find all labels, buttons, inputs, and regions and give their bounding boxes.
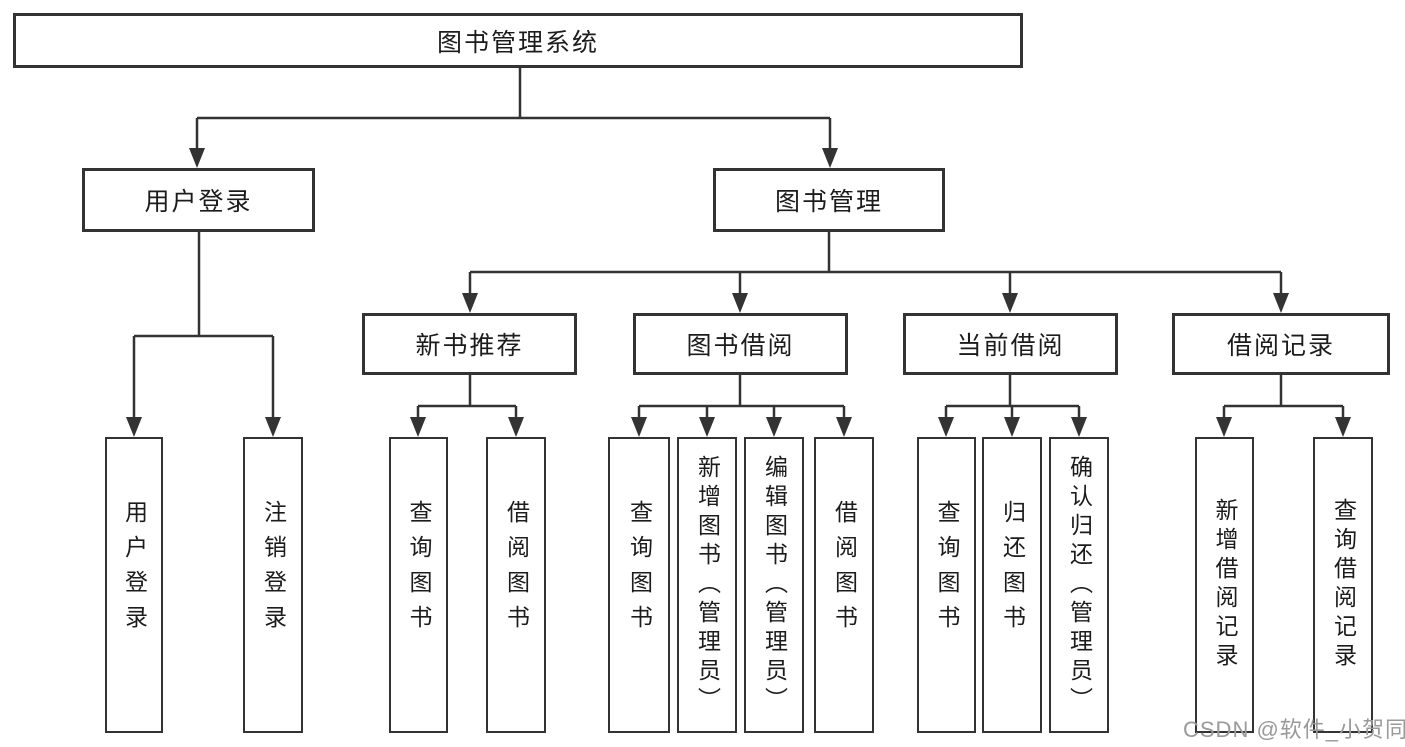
leaf-query-books-1: 查询图书 (389, 437, 448, 733)
node-user-login: 用户登录 (82, 168, 315, 232)
leaf-query-books-3: 查询图书 (917, 437, 976, 733)
node-borrow-records: 借阅记录 (1172, 313, 1390, 375)
leaf-label: 用户登录 (121, 500, 148, 640)
leaf-label: 查询图书 (626, 500, 653, 640)
leaf-label: 注销登录 (260, 500, 287, 640)
leaf-borrow-books-1: 借阅图书 (486, 437, 546, 733)
leaf-borrow-books-2: 借阅图书 (814, 437, 874, 733)
leaf-query-books-2: 查询图书 (608, 437, 670, 733)
leaf-label: 借阅图书 (503, 500, 530, 640)
node-current-borrow: 当前借阅 (903, 313, 1118, 375)
leaf-label: 借阅图书 (831, 500, 858, 640)
leaf-label: 查询图书 (934, 500, 960, 640)
node-new-book-recommend: 新书推荐 (362, 313, 577, 375)
node-book-borrow: 图书借阅 (633, 313, 848, 375)
leaf-user-login: 用户登录 (105, 437, 163, 733)
leaf-label: 归还图书 (999, 500, 1026, 640)
leaf-label: 新增图书（管理员） (694, 454, 721, 716)
node-library-system: 图书管理系统 (13, 13, 1023, 68)
leaf-return-book: 归还图书 (982, 437, 1042, 733)
csdn-watermark: CSDN @软件_小贺同学 (1183, 717, 1405, 742)
leaf-confirm-return-admin: 确认归还（管理员） (1049, 437, 1109, 733)
leaf-query-borrow-record: 查询借阅记录 (1313, 437, 1373, 733)
leaf-edit-book-admin: 编辑图书（管理员） (744, 437, 804, 733)
leaf-add-book-admin: 新增图书（管理员） (677, 437, 737, 733)
leaf-label: 查询借阅记录 (1330, 498, 1357, 672)
leaf-logout: 注销登录 (243, 437, 303, 733)
leaf-label: 查询图书 (406, 500, 432, 640)
node-book-management: 图书管理 (713, 168, 945, 232)
leaf-add-borrow-record: 新增借阅记录 (1195, 437, 1254, 733)
leaf-label: 确认归还（管理员） (1066, 454, 1093, 716)
leaf-label: 新增借阅记录 (1212, 498, 1238, 672)
leaf-label: 编辑图书（管理员） (761, 454, 788, 716)
